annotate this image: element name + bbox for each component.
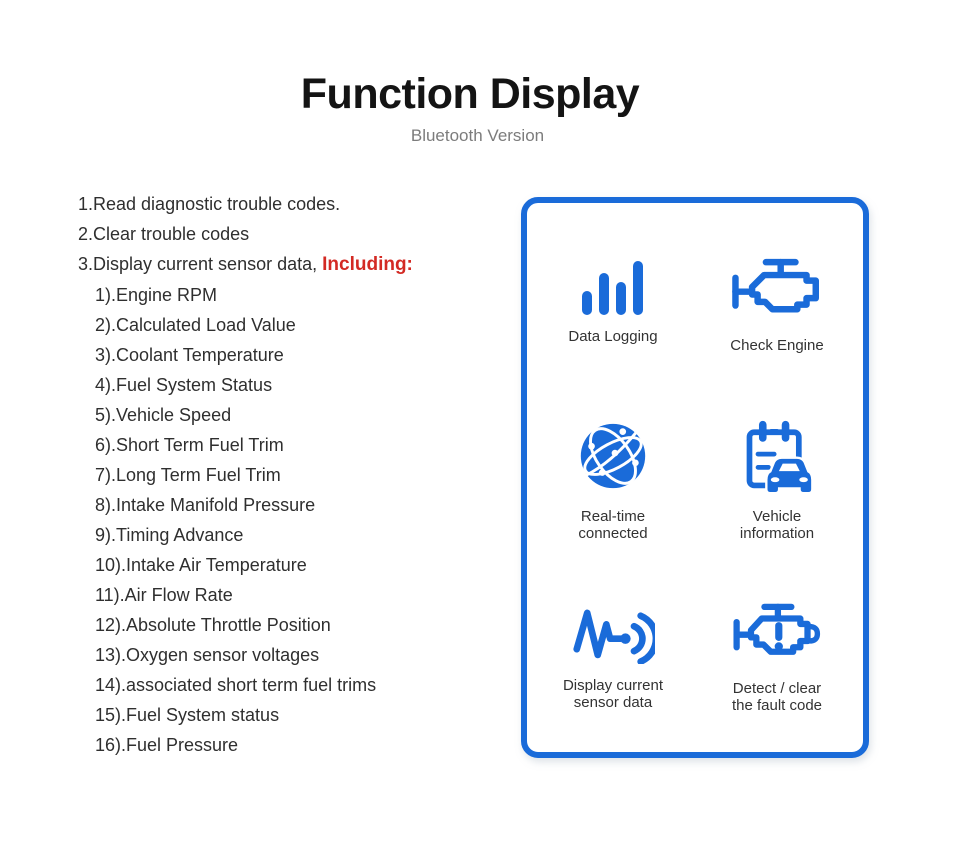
including-highlight: Including: xyxy=(322,254,413,275)
panel-cell-realtime: Real-time connected xyxy=(531,391,695,567)
function-panel: Data Logging Check Engine xyxy=(521,197,869,758)
check-engine-icon xyxy=(727,252,827,324)
panel-cell-fault-code: Detect / clear the fault code xyxy=(695,568,859,744)
sensor-item: 2).Calculated Load Value xyxy=(95,315,296,335)
cell-label: Display current sensor data xyxy=(563,677,663,711)
cell-label-line1: Check Engine xyxy=(730,337,824,355)
sensor-item: 16).Fuel Pressure xyxy=(95,735,239,755)
sensor-item: 9).Timing Advance xyxy=(95,525,244,545)
cell-label-line2: information xyxy=(739,524,815,542)
cell-label: Check Engine xyxy=(730,337,823,354)
realtime-connected-icon xyxy=(574,417,652,495)
list-item-3: 3.Display current sensor data, Including… xyxy=(78,249,413,280)
cell-label: Vehicle information xyxy=(740,508,814,542)
cell-label: Detect / clear the fault code xyxy=(732,680,822,714)
sensor-item: 11).Air Flow Rate xyxy=(95,585,233,605)
sensor-item: 12).Absolute Throttle Position xyxy=(95,615,331,635)
panel-cell-sensor-data: Display current sensor data xyxy=(531,568,695,744)
sensor-item: 10).Intake Air Temperature xyxy=(95,555,307,575)
list-item-3-text: 3.Display current sensor data, xyxy=(78,254,323,274)
sensor-item: 6).Short Term Fuel Trim xyxy=(95,435,284,455)
page-title: Function Display xyxy=(300,70,640,118)
fault-code-icon xyxy=(729,597,825,667)
panel-cell-vehicle-info: Vehicle information xyxy=(695,391,859,567)
data-logging-icon xyxy=(582,261,644,316)
sensor-item: 4).Fuel System Status xyxy=(95,375,273,395)
cell-label-line1: Data Logging xyxy=(568,328,658,346)
feature-list: 1.Read diagnostic trouble codes. 2.Clear… xyxy=(78,189,413,760)
sensor-item: 1).Engine RPM xyxy=(95,285,218,305)
page-subtitle: Bluetooth Version xyxy=(410,126,545,145)
sensor-item: 3).Coolant Temperature xyxy=(95,345,284,365)
cell-label-line1: Display current xyxy=(562,677,664,695)
sensor-item: 7).Long Term Fuel Trim xyxy=(95,465,281,485)
sensor-item: 15).Fuel System status xyxy=(95,705,280,725)
sensor-item: 13).Oxygen sensor voltages xyxy=(95,645,320,665)
cell-label-line2: the fault code xyxy=(731,697,823,715)
panel-cell-data-logging: Data Logging xyxy=(531,215,695,391)
cell-label: Real-time connected xyxy=(578,508,647,542)
cell-label-line2: sensor data xyxy=(573,694,653,712)
list-item-1: 1.Read diagnostic trouble codes. xyxy=(78,194,341,214)
main-feature-list: 1.Read diagnostic trouble codes. 2.Clear… xyxy=(78,189,413,280)
cell-label-line1: Vehicle xyxy=(752,507,802,525)
sensor-item: 8).Intake Manifold Pressure xyxy=(95,495,316,515)
vehicle-information-icon xyxy=(740,417,814,495)
cell-label-line1: Detect / clear xyxy=(732,680,822,698)
sensor-data-icon xyxy=(571,600,655,665)
sensor-item: 14).associated short term fuel trims xyxy=(95,675,377,695)
sensor-data-list: 1).Engine RPM 2).Calculated Load Value 3… xyxy=(78,280,413,760)
list-item-2: 2.Clear trouble codes xyxy=(78,224,250,244)
cell-label-line2: connected xyxy=(578,524,648,542)
cell-label: Data Logging xyxy=(568,328,657,345)
sensor-item: 5).Vehicle Speed xyxy=(95,405,232,425)
cell-label-line1: Real-time xyxy=(580,507,646,525)
panel-cell-check-engine: Check Engine xyxy=(695,215,859,391)
